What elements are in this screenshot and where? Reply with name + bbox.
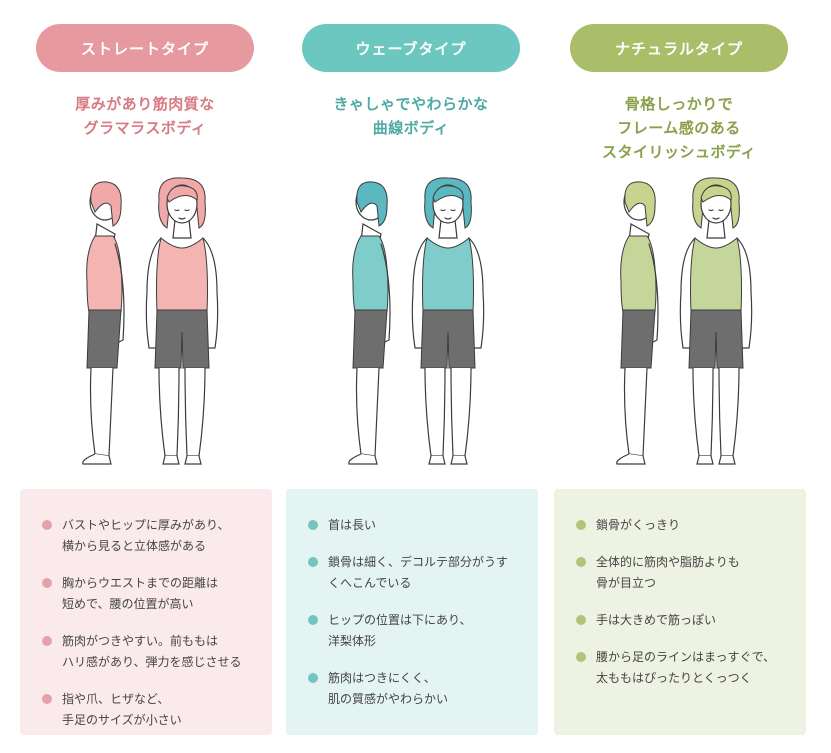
list-item: 手は大きめで筋っぽい — [576, 610, 792, 631]
wave-type-label: ウェーブタイプ — [302, 24, 520, 72]
bullet-dot-icon — [308, 673, 318, 683]
straight-body-illustration — [65, 172, 235, 472]
feature-list: 首は長い 鎖骨は細く、デコルテ部分がうす くへこんでいる ヒップの位置は下にあり… — [308, 515, 524, 710]
list-item: 腰から足のラインはまっすぐで、 太ももはぴったりとくっつく — [576, 647, 792, 689]
wave-features-card: 首は長い 鎖骨は細く、デコルテ部分がうす くへこんでいる ヒップの位置は下にあり… — [286, 489, 538, 735]
natural-features-card: 鎖骨がくっきり 全体的に筋肉や脂肪よりも 骨が目立つ 手は大きめで筋っぽい 腰か… — [554, 489, 806, 735]
bullet-dot-icon — [42, 578, 52, 588]
feature-list: バストやヒップに厚みがあり、 横から見ると立体感がある 胸からウエストまでの距離… — [42, 515, 258, 731]
tagline-line: スタイリッシュボディ — [602, 143, 756, 161]
front-view-figure — [145, 177, 219, 465]
tagline-line: グラマラスボディ — [83, 119, 207, 137]
tagline-line: きゃしゃでやわらかな — [333, 95, 489, 113]
list-item: 胸からウエストまでの距離は 短めで、腰の位置が高い — [42, 573, 258, 615]
tagline-line: 曲線ボディ — [372, 119, 450, 137]
bullet-dot-icon — [42, 636, 52, 646]
bullet-dot-icon — [576, 652, 586, 662]
front-view-figure — [679, 177, 753, 465]
list-item: ヒップの位置は下にあり、 洋梨体形 — [308, 610, 524, 652]
body-figures-image — [82, 177, 219, 465]
natural-type-column: ナチュラルタイプ 骨格しっかりで フレーム感のある スタイリッシュボディ 鎖骨が… — [554, 0, 814, 753]
straight-type-column: ストレートタイプ 厚みがあり筋肉質な グラマラスボディ バストやヒップに厚みがあ… — [20, 0, 280, 753]
list-item: 首は長い — [308, 515, 524, 536]
bullet-dot-icon — [576, 615, 586, 625]
tagline-line: 厚みがあり筋肉質な — [75, 95, 215, 113]
natural-type-tagline: 骨格しっかりで フレーム感のある スタイリッシュボディ — [554, 92, 804, 164]
wave-type-column: ウェーブタイプ きゃしゃでやわらかな 曲線ボディ 首は長い 鎖骨は細く、デコルテ… — [286, 0, 546, 753]
straight-type-tagline: 厚みがあり筋肉質な グラマラスボディ — [20, 92, 270, 140]
side-view-figure — [616, 181, 659, 465]
bullet-dot-icon — [576, 520, 586, 530]
natural-type-label: ナチュラルタイプ — [570, 24, 788, 72]
natural-body-illustration — [599, 172, 769, 472]
list-item: 筋肉はつきにくく、 肌の質感がやわらかい — [308, 668, 524, 710]
bullet-dot-icon — [42, 520, 52, 530]
body-figures-image — [348, 177, 485, 465]
wave-body-illustration — [331, 172, 501, 472]
straight-type-label: ストレートタイプ — [36, 24, 254, 72]
wave-type-tagline: きゃしゃでやわらかな 曲線ボディ — [286, 92, 536, 140]
list-item: 全体的に筋肉や脂肪よりも 骨が目立つ — [576, 552, 792, 594]
body-figures-image — [616, 177, 753, 465]
side-view-figure — [348, 181, 391, 465]
feature-list: 鎖骨がくっきり 全体的に筋肉や脂肪よりも 骨が目立つ 手は大きめで筋っぽい 腰か… — [576, 515, 792, 689]
list-item: 指や爪、ヒザなど、 手足のサイズが小さい — [42, 689, 258, 731]
bullet-dot-icon — [576, 557, 586, 567]
bullet-dot-icon — [308, 557, 318, 567]
list-item: 鎖骨は細く、デコルテ部分がうす くへこんでいる — [308, 552, 524, 594]
bullet-dot-icon — [308, 520, 318, 530]
bullet-dot-icon — [42, 694, 52, 704]
tagline-line: 骨格しっかりで — [624, 95, 734, 113]
straight-features-card: バストやヒップに厚みがあり、 横から見ると立体感がある 胸からウエストまでの距離… — [20, 489, 272, 735]
list-item: 鎖骨がくっきり — [576, 515, 792, 536]
list-item: バストやヒップに厚みがあり、 横から見ると立体感がある — [42, 515, 258, 557]
list-item: 筋肉がつきやすい。前ももは ハリ感があり、弾力を感じさせる — [42, 631, 258, 673]
front-view-figure — [411, 177, 485, 465]
side-view-figure — [82, 181, 125, 465]
bullet-dot-icon — [308, 615, 318, 625]
tagline-line: フレーム感のある — [617, 119, 741, 137]
